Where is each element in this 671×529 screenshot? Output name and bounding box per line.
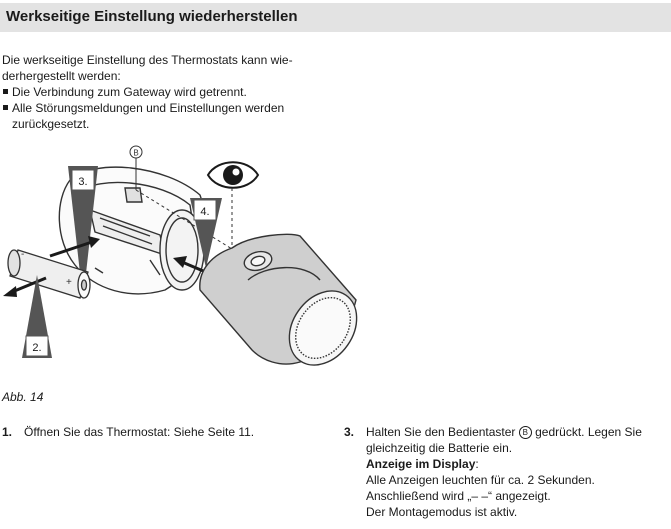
thermostat-illustration: B 3. - + [3, 145, 358, 366]
title-bar: Werkseitige Einstellung wiederherstellen [0, 3, 671, 32]
intro-paragraph: Die werkseitige Einstellung des Thermost… [2, 52, 342, 84]
thermostat-cap [199, 233, 358, 366]
display-line-3: Der Montagemodus ist aktiv. [366, 505, 518, 519]
battery-plus-sign: + [66, 277, 72, 288]
button-b-symbol: B [518, 426, 532, 439]
step-4-marker-label: 4. [200, 206, 209, 218]
battery: - + [7, 249, 91, 299]
intro-bullet-list: Die Verbindung zum Gateway wird getrennt… [2, 84, 342, 132]
intro-bullet-item: Alle Störungsmeldungen und Einstellungen… [2, 100, 342, 132]
step-1: 1. Öffnen Sie das Thermostat: Siehe Seit… [2, 424, 322, 440]
intro-section: Die werkseitige Einstellung des Thermost… [2, 52, 342, 132]
step-2-marker-label: 2. [32, 342, 41, 354]
step-3-text-after: gedrückt. Legen Sie gleichzeitig die Bat… [366, 425, 642, 455]
alignment-guide [135, 189, 251, 261]
step-3-marker-label: 3. [78, 176, 87, 188]
step-4-marker: 4. [190, 198, 222, 268]
battery-remove-arrow [3, 276, 47, 297]
step-3-text-before: Halten Sie den Bedientaster [366, 425, 516, 439]
battery-insert-arrow [49, 236, 100, 258]
display-line-1: Alle Anzeigen leuchten für ca. 2 Sekunde… [366, 473, 595, 487]
step-3: 3. Halten Sie den Bedientaster B gedrück… [344, 424, 664, 520]
eye-icon [206, 161, 260, 250]
callout-b-label: B [133, 149, 138, 158]
page-title: Werkseitige Einstellung wiederherstellen [6, 8, 298, 25]
step-3-content: Halten Sie den Bedientaster B gedrückt. … [366, 424, 664, 520]
step-3-number: 3. [344, 425, 355, 439]
intro-bullet-item: Die Verbindung zum Gateway wird getrennt… [2, 84, 342, 100]
step-2-marker: 2. [22, 275, 52, 358]
display-line-2: Anschließend wird „– –“ angezeigt. [366, 489, 551, 503]
display-heading: Anzeige im Display [366, 457, 476, 471]
step-3-marker: 3. [68, 166, 98, 300]
battery-minus-sign: - [21, 249, 24, 260]
step-1-text: Öffnen Sie das Thermostat: Siehe Seite 1… [24, 425, 255, 439]
intro-line-1: Die werkseitige Einstellung des Thermost… [2, 53, 293, 67]
step-1-number: 1. [2, 425, 13, 439]
callout-b: B [129, 145, 143, 190]
thermostat-figure: B 3. - + [0, 140, 380, 380]
intro-line-2: derhergestellt werden: [2, 69, 121, 83]
display-heading-colon: : [475, 457, 479, 471]
figure-caption: Abb. 14 [2, 390, 44, 404]
